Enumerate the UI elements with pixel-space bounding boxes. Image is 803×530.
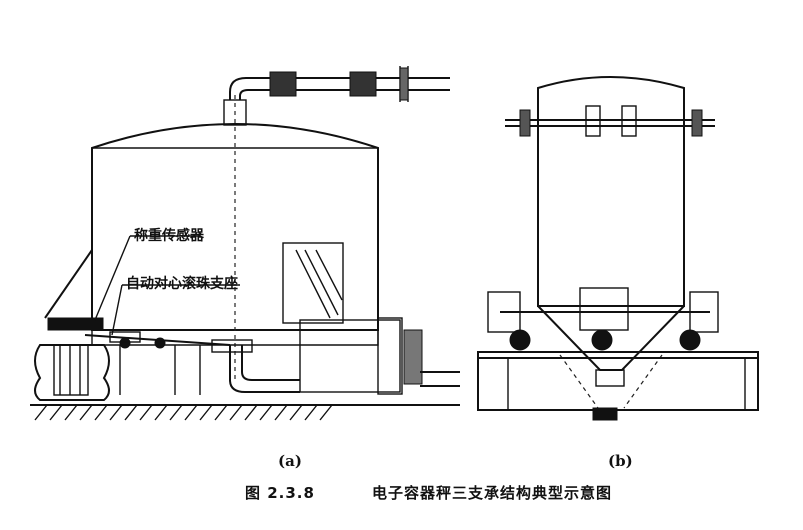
ground-hatch-a [30,404,460,421]
piping-assembly-a [211,242,460,395]
label-panel-b: (b) [608,452,633,470]
caption-fig-no: 图 2.3.8 [245,484,315,502]
top-pipe-b [505,105,715,137]
sensor-support-a [34,317,231,401]
label-weighing-sensor: 称重传感器 [134,227,205,244]
support-leg-a [44,249,93,319]
figure-caption: 图 2.3.8 电子容器秤三支承结构典型示意图 [245,484,612,502]
label-panel-a: (a) [278,452,302,470]
support-frame-b [477,287,759,411]
top-pipe-a [223,66,450,126]
label-ball-support: 自动对心滚珠支座 [126,275,238,292]
panel-b-drawing [477,76,759,421]
tank-b-body [537,76,685,307]
caption-title: 电子容器秤三支承结构典型示意图 [372,484,612,502]
panel-a-drawing [30,66,460,421]
